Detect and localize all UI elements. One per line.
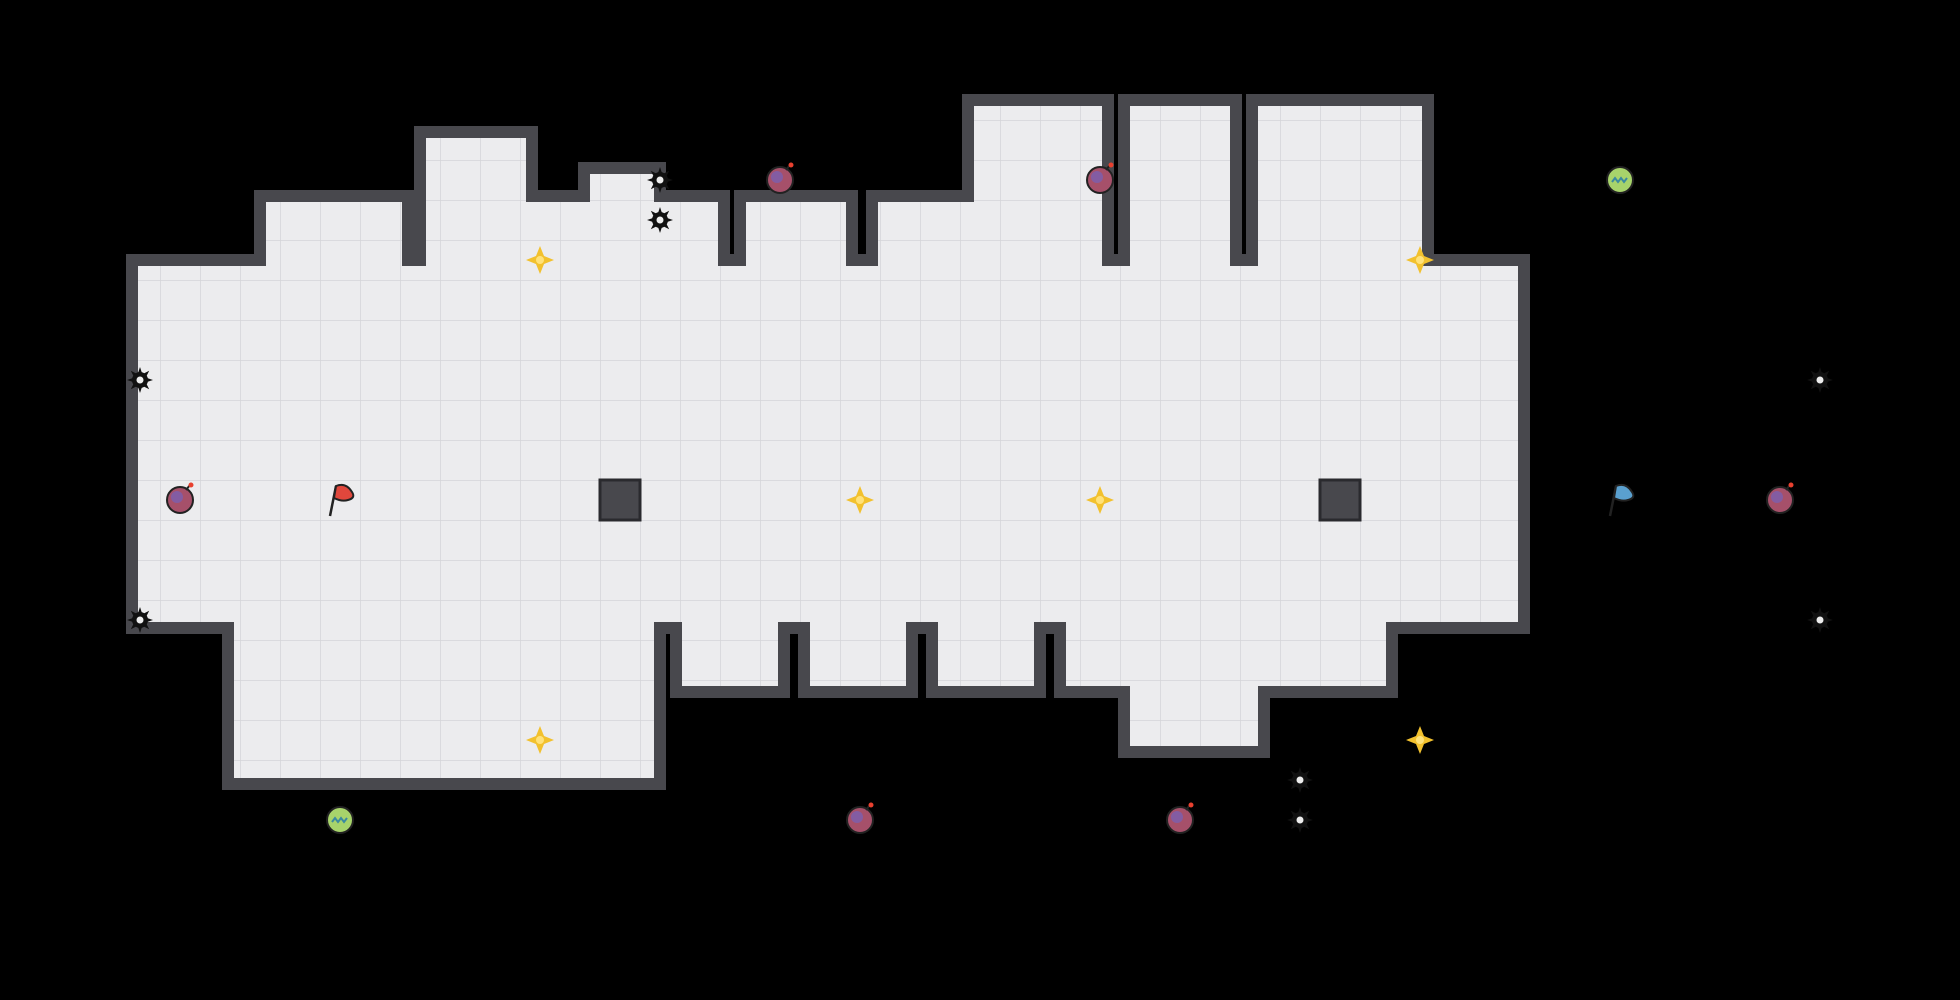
floor-area [138,266,1518,622]
floor-area [682,622,778,686]
floor-area [1130,106,1230,266]
red-flag-icon [328,483,355,517]
floor-area [974,106,1102,294]
green-orb-icon [1606,166,1634,194]
stone-block [598,478,642,522]
bomb-icon [1166,802,1194,834]
bomb-icon [1086,162,1114,194]
floor-area [1258,622,1386,686]
bomb-icon [1766,482,1794,514]
block-layer [598,478,1362,522]
bomb-icon [766,162,794,194]
spike-trap-icon [647,167,673,193]
spike-trap-icon [1287,767,1313,793]
stone-block [1318,478,1362,522]
spike-trap-icon [647,207,673,233]
floor-area [266,202,402,266]
floor-area [234,622,654,778]
sparkle-icon [1086,486,1114,514]
floor-area [810,622,906,686]
item-layer [127,162,1833,834]
floor-area [1258,106,1422,266]
blue-flag-icon [1608,483,1635,517]
floor-area [746,202,846,266]
floor-area [878,202,974,266]
floor-layer [138,106,1518,778]
bomb-icon [846,802,874,834]
sparkle-icon [1406,246,1434,274]
floor-area [654,202,718,266]
floor-area [1066,622,1130,686]
floor-area [590,174,654,266]
spike-trap-icon [127,367,153,393]
sparkle-icon [846,486,874,514]
spike-trap-icon [127,607,153,633]
floor-area [426,138,526,266]
floor-area [1490,362,1518,490]
spike-trap-icon [1807,607,1833,633]
floor-area [1422,266,1518,330]
green-orb-icon [326,806,354,834]
sparkle-icon [1406,726,1434,754]
floor-area [1130,622,1258,746]
sparkle-icon [526,726,554,754]
spike-trap-icon [1807,367,1833,393]
floor-area [938,622,1034,686]
bomb-icon [166,482,194,514]
spike-trap-icon [1287,807,1313,833]
sparkle-icon [526,246,554,274]
